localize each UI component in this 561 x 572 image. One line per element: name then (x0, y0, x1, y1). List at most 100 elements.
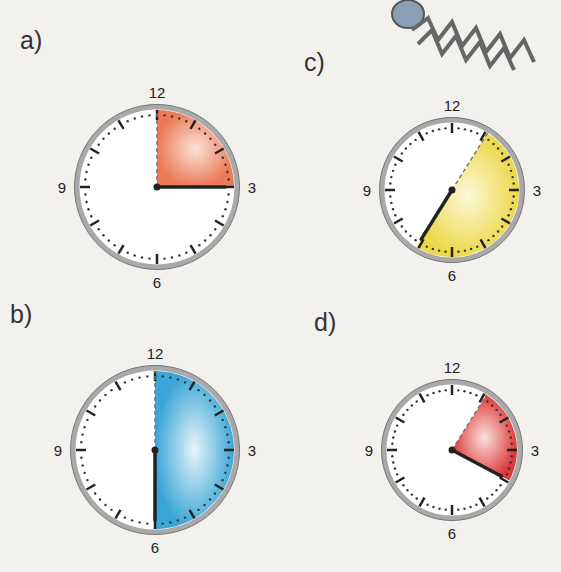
minute-dot (432, 392, 434, 394)
hour-tick (396, 418, 405, 423)
minute-hand (157, 185, 225, 189)
minute-dot (414, 239, 416, 241)
minute-dot (148, 114, 150, 116)
hour-tick (215, 149, 224, 154)
minute-dot (214, 143, 216, 145)
minute-dot (134, 117, 136, 119)
zigzag-strip (412, 18, 534, 62)
minute-dot (509, 436, 511, 438)
hour-tick (90, 221, 99, 226)
clock-rim (71, 366, 240, 535)
hour-tick (420, 394, 425, 403)
minute-dot (463, 390, 465, 392)
hour-tick (500, 418, 509, 423)
minute-dot (392, 208, 394, 210)
minute-dot (457, 389, 459, 391)
minute-dot (185, 252, 187, 254)
hour-tick (480, 498, 485, 507)
minute-dot (511, 202, 513, 204)
minute-dot (444, 127, 446, 129)
minute-dot (501, 152, 503, 154)
minute-dot (226, 171, 228, 173)
minute-dot (470, 248, 472, 250)
minute-dot (389, 182, 391, 184)
minute-dot (104, 504, 106, 506)
start-line (156, 110, 158, 187)
minute-dot (438, 249, 440, 251)
hour-tick (396, 478, 405, 483)
minute-dot (222, 215, 224, 217)
minute-dot (87, 164, 89, 166)
minute-dot (495, 409, 497, 411)
minute-dot (392, 461, 394, 463)
minute-dot (411, 404, 413, 406)
minute-dot (98, 228, 100, 230)
minute-dot (224, 164, 226, 166)
minute-dot (227, 441, 229, 443)
minute-dot (495, 489, 497, 491)
hour-tick (387, 449, 397, 452)
dial (77, 107, 237, 267)
hour-tick (394, 219, 403, 224)
clock-number: 3 (531, 182, 543, 199)
minute-dot (475, 504, 477, 506)
minute-dot (392, 170, 394, 172)
start-line (452, 133, 488, 190)
minute-dot (508, 467, 510, 469)
minute-dot (214, 405, 216, 407)
clock-rim (77, 107, 237, 267)
minute-dot (214, 492, 216, 494)
minute-dot (426, 394, 428, 396)
minute-dot (396, 473, 398, 475)
hour-tick (190, 382, 195, 391)
hand-pivot (449, 447, 456, 454)
minute-dot (506, 473, 508, 475)
minute-dot (224, 426, 226, 428)
minute-dot (108, 239, 110, 241)
minute-dot (492, 143, 494, 145)
hour-tick (420, 498, 425, 507)
minute-dot (81, 464, 83, 466)
minute-dot (405, 147, 407, 149)
hand-pivot (152, 447, 159, 454)
minute-dot (86, 479, 88, 481)
minute-dot (86, 419, 88, 421)
minute-dot (469, 392, 471, 394)
clock-rim (75, 105, 240, 270)
minute-dot (438, 128, 440, 130)
minute-hand (452, 450, 501, 476)
start-line (452, 395, 486, 450)
minute-dot (438, 507, 440, 509)
minute-dot (171, 256, 173, 258)
hour-tick (215, 411, 224, 416)
minute-dot (224, 208, 226, 210)
minute-dot (227, 457, 229, 459)
minute-dot (487, 239, 489, 241)
minute-dot (510, 443, 512, 445)
hour-tick (190, 510, 195, 519)
minute-dot (204, 239, 206, 241)
clock-rim (380, 118, 525, 263)
minute-dot (80, 441, 82, 443)
minute-dot (203, 504, 205, 506)
minute-dot (390, 202, 392, 204)
minute-dot (414, 139, 416, 141)
minute-dot (499, 414, 501, 416)
minute-dot (141, 256, 143, 258)
minute-dot (138, 376, 140, 378)
minute-dot (487, 139, 489, 141)
minute-dot (497, 147, 499, 149)
minute-dot (198, 244, 200, 246)
elapsed-sector (157, 110, 234, 187)
minute-dot (177, 519, 179, 521)
minute-dot (470, 130, 472, 132)
minute-dot (469, 506, 471, 508)
minute-dot (402, 484, 404, 486)
minute-dot (501, 225, 503, 227)
minute-dot (197, 509, 199, 511)
minute-dot (510, 208, 512, 210)
minute-dot (463, 507, 465, 509)
minute-dot (497, 230, 499, 232)
minute-dot (177, 378, 179, 380)
minute-dot (171, 115, 173, 117)
